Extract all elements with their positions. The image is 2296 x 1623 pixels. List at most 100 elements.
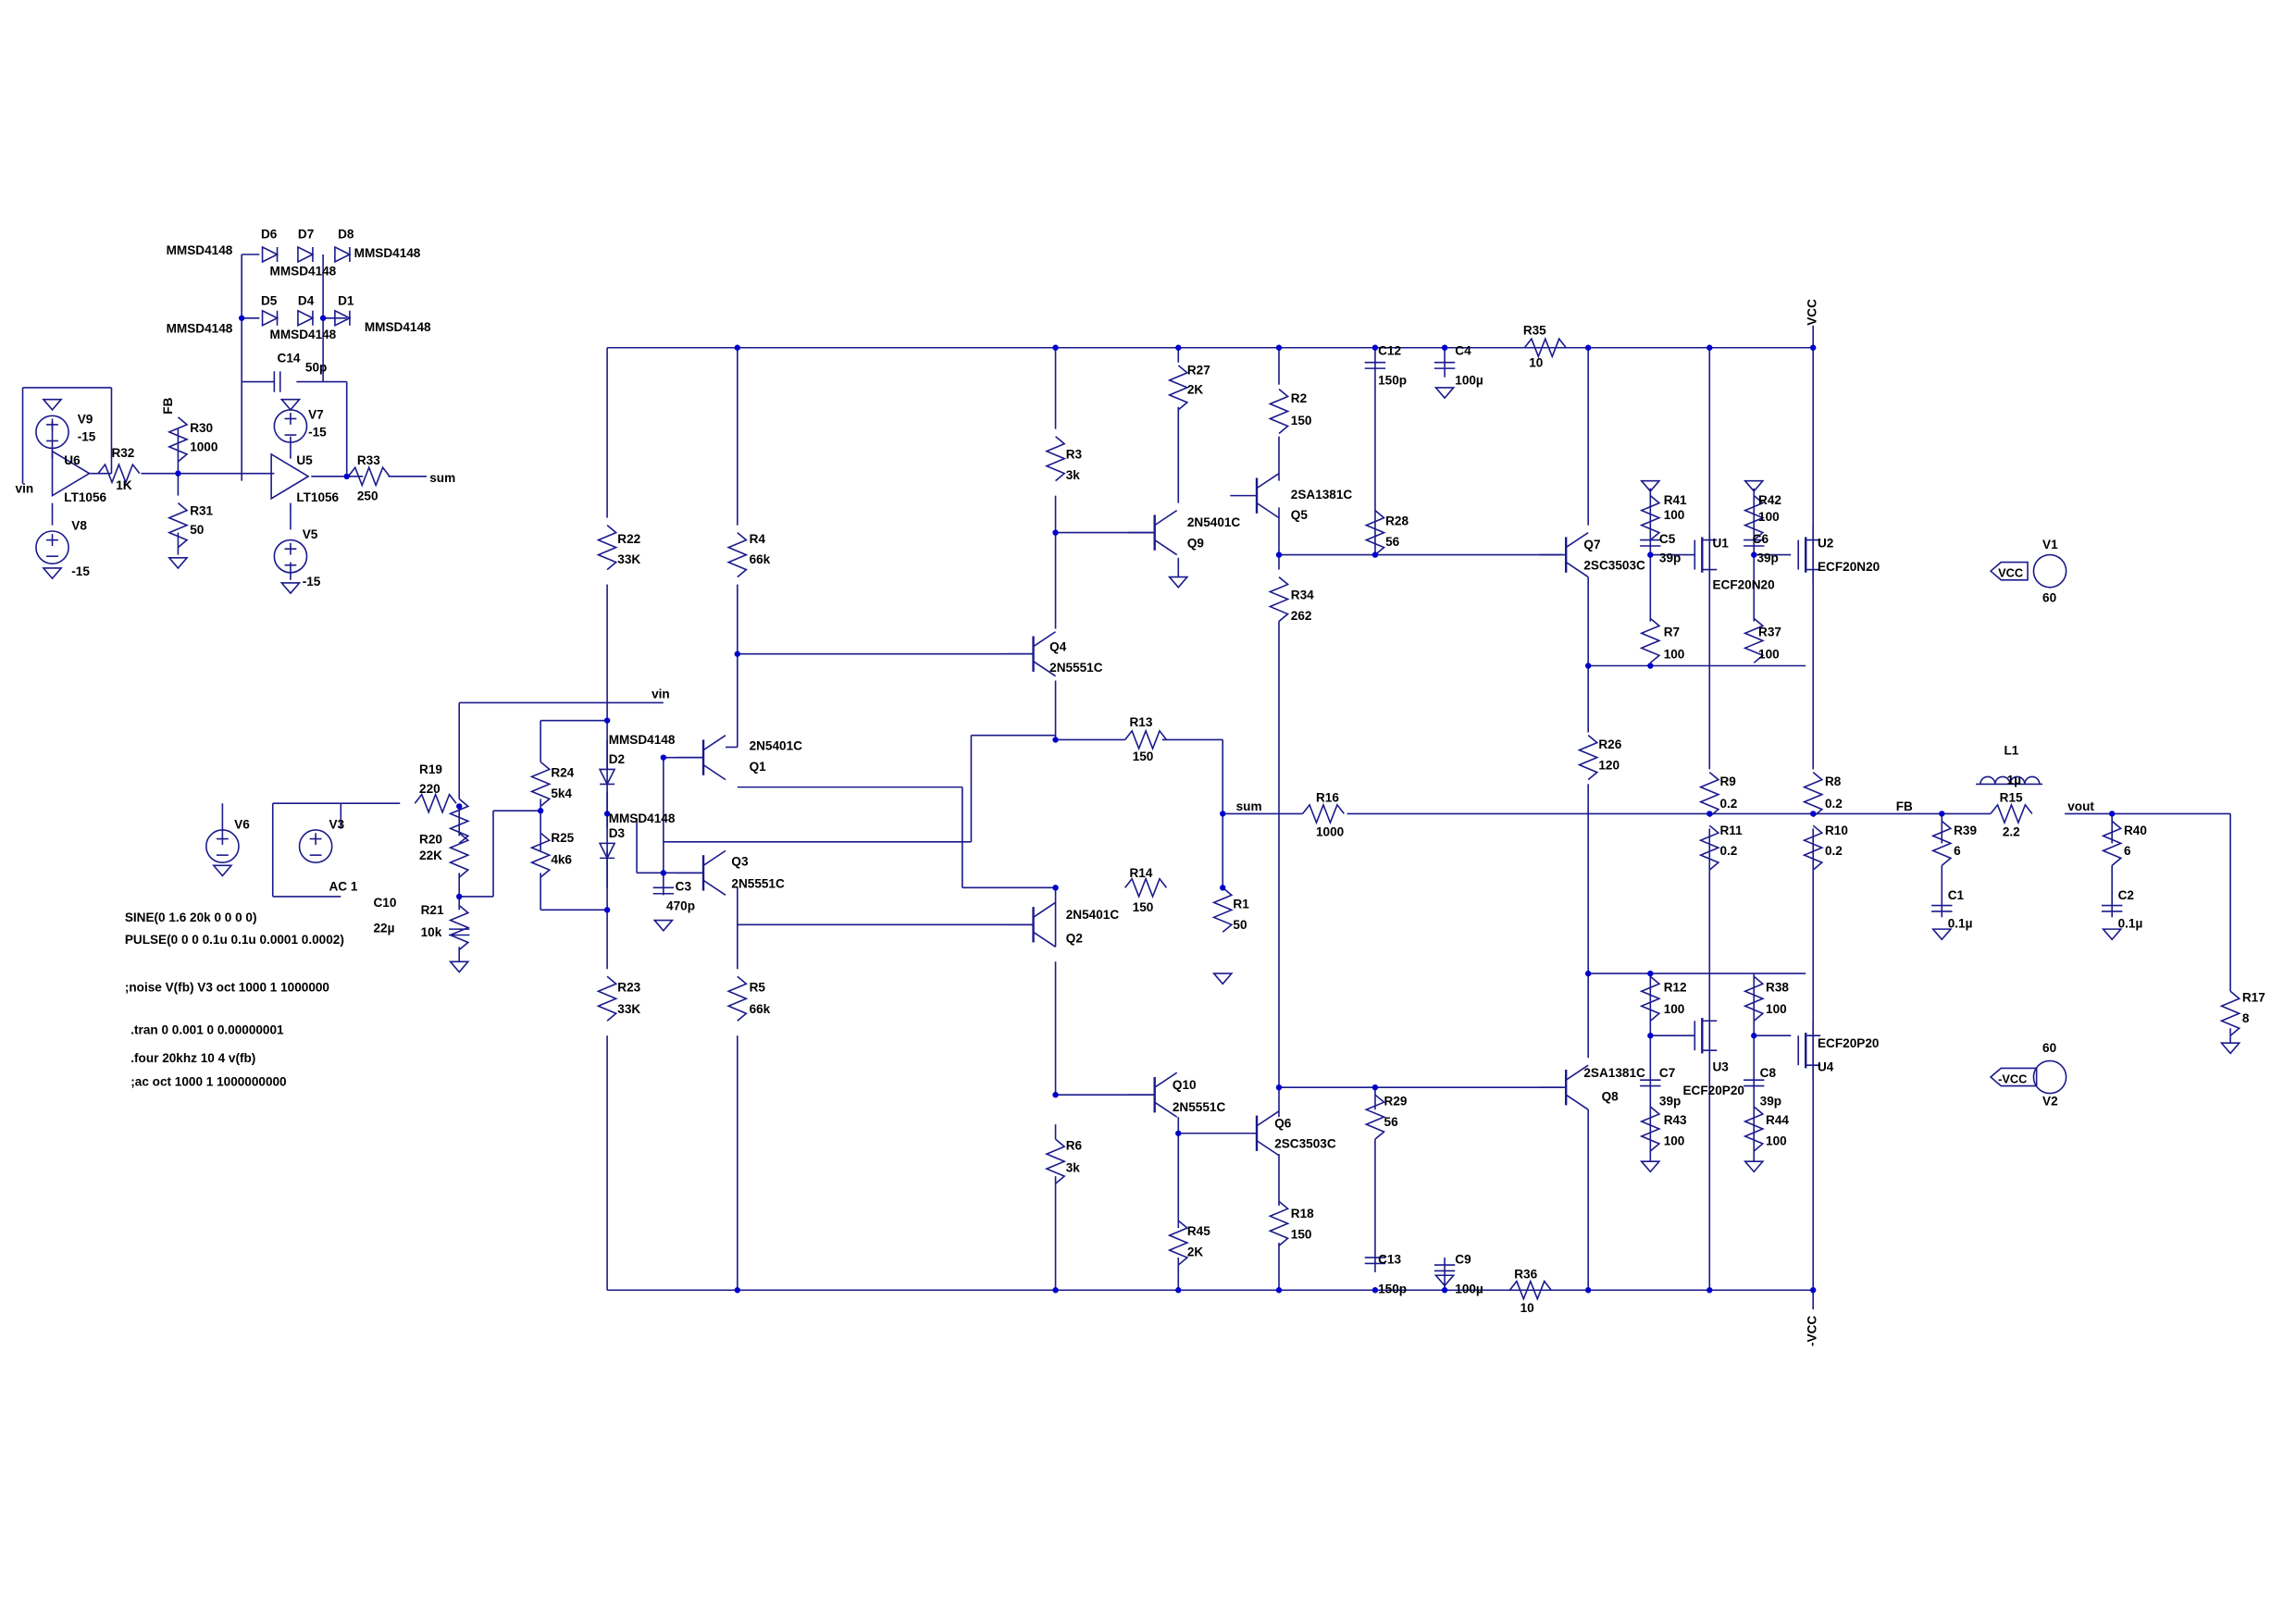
label-sum: sum: [429, 471, 455, 485]
diode-d3: [598, 842, 616, 861]
ground-8: [1211, 973, 1234, 985]
ground-10: [2101, 928, 2123, 941]
junction-41: [319, 315, 327, 321]
label-mmsd4148: MMSD4148: [365, 320, 431, 334]
components: [35, 245, 2241, 1287]
resistor-v-34: [1930, 820, 1953, 866]
directive-sine: SINE(0 1.6 20k 0 0 0 0): [125, 911, 257, 924]
label-2-2: 2.2: [2003, 824, 2020, 838]
resistor-v-14: [1364, 1094, 1386, 1140]
ground-0: [42, 567, 63, 580]
label-r28: R28: [1385, 514, 1409, 528]
ground-16: [1743, 479, 1765, 493]
label-10k: 10k: [421, 925, 442, 939]
label-r37: R37: [1758, 626, 1781, 639]
label-port-vcc: VCC: [1998, 566, 2023, 580]
label-r39: R39: [1954, 824, 1977, 837]
label-mmsd4148: MMSD4148: [270, 264, 337, 278]
label-r29: R29: [1384, 1094, 1408, 1108]
ground-4: [279, 398, 302, 412]
ground-14: [1433, 1274, 1456, 1287]
transistor-7-emitter: [1154, 1101, 1178, 1118]
label-5k4: 5k4: [551, 787, 572, 800]
label-1000: 1000: [1316, 824, 1344, 838]
diode-1: [297, 245, 315, 264]
label-0-2: 0.2: [1719, 844, 1737, 858]
junction-47: [603, 907, 611, 913]
ground-13: [1433, 387, 1456, 400]
label-100u: 100µ: [1455, 374, 1483, 388]
junction-16: [1706, 1287, 1713, 1294]
resistor-h-7: [1508, 1279, 1552, 1302]
label-r42: R42: [1758, 493, 1781, 507]
label-r36: R36: [1514, 1267, 1537, 1281]
junction-14: [1441, 1287, 1448, 1294]
label-q10: Q10: [1173, 1078, 1197, 1092]
label-6: 6: [1954, 844, 1961, 858]
transistor-0-emitter: [1033, 661, 1057, 677]
ground-11: [2219, 1042, 2241, 1055]
label-r8: R8: [1825, 774, 1842, 788]
label-r22: R22: [617, 532, 640, 546]
label-100: 100: [1758, 648, 1780, 662]
resistor-v-36: [2219, 990, 2241, 1036]
junction-33: [1647, 970, 1654, 977]
label-2n5401c: 2N5401C: [750, 739, 803, 753]
transistor-8-emitter: [1256, 1140, 1280, 1157]
resistor-v-28: [529, 761, 552, 808]
junction-31: [1647, 663, 1654, 669]
ground-3: [279, 582, 302, 595]
label-r14: R14: [1130, 866, 1153, 880]
label-6: 6: [2124, 844, 2131, 858]
resistor-v-11: [1268, 576, 1290, 623]
resistor-v-26: [1802, 772, 1824, 818]
label-mmsd4148: MMSD4148: [609, 733, 676, 747]
label-250: 250: [357, 489, 379, 502]
label-262: 262: [1291, 609, 1312, 623]
label-q5: Q5: [1291, 508, 1309, 522]
label-c8: C8: [1760, 1066, 1777, 1080]
directive-noise: ;noise V(fb) V3 oct 1000 1 1000000: [125, 980, 329, 994]
resistor-v-27: [1802, 824, 1824, 871]
label-v8: V8: [71, 518, 87, 532]
junction-5: [1441, 344, 1448, 351]
junction-25: [1175, 1130, 1182, 1136]
label-c6: C6: [1753, 532, 1769, 546]
resistor-v-20: [1639, 975, 1662, 1022]
junction-11: [1175, 1287, 1182, 1294]
label-2sc3503c: 2SC3503C: [1583, 559, 1645, 573]
label-r26: R26: [1598, 737, 1621, 751]
resistor-v-8: [1167, 365, 1189, 411]
label-mmsd4148: MMSD4148: [354, 246, 421, 260]
label-r19: R19: [419, 762, 442, 776]
label-c10: C10: [373, 896, 396, 910]
ground-17: [1639, 1160, 1661, 1173]
label-22u: 22µ: [373, 921, 394, 935]
label-1000: 1000: [190, 440, 217, 454]
junction-29: [1371, 551, 1379, 558]
label-150: 150: [1133, 750, 1154, 763]
resistor-v-21: [1639, 1106, 1662, 1152]
label-r30: R30: [190, 421, 213, 435]
label-d4: D4: [298, 293, 315, 307]
label-r25: R25: [551, 831, 574, 845]
junction-50: [1647, 551, 1654, 558]
resistor-v-24: [1698, 772, 1720, 818]
label-150: 150: [1291, 414, 1312, 427]
ground-7: [652, 919, 675, 932]
label-r41: R41: [1664, 493, 1687, 507]
resistor-v-13: [1364, 510, 1386, 556]
junction-23: [1052, 885, 1059, 891]
label-r2: R2: [1291, 391, 1308, 405]
junction-21: [1220, 811, 1226, 817]
transistor-0-collector: [1033, 631, 1057, 648]
transistor-6-collector: [1565, 531, 1589, 549]
label--15: -15: [303, 575, 321, 588]
junction-30: [1584, 663, 1592, 669]
label-q8: Q8: [1602, 1090, 1620, 1104]
label-56: 56: [1385, 535, 1400, 549]
label-fb: FB: [161, 397, 175, 414]
label-c14: C14: [278, 352, 301, 365]
label--15: -15: [71, 564, 90, 578]
